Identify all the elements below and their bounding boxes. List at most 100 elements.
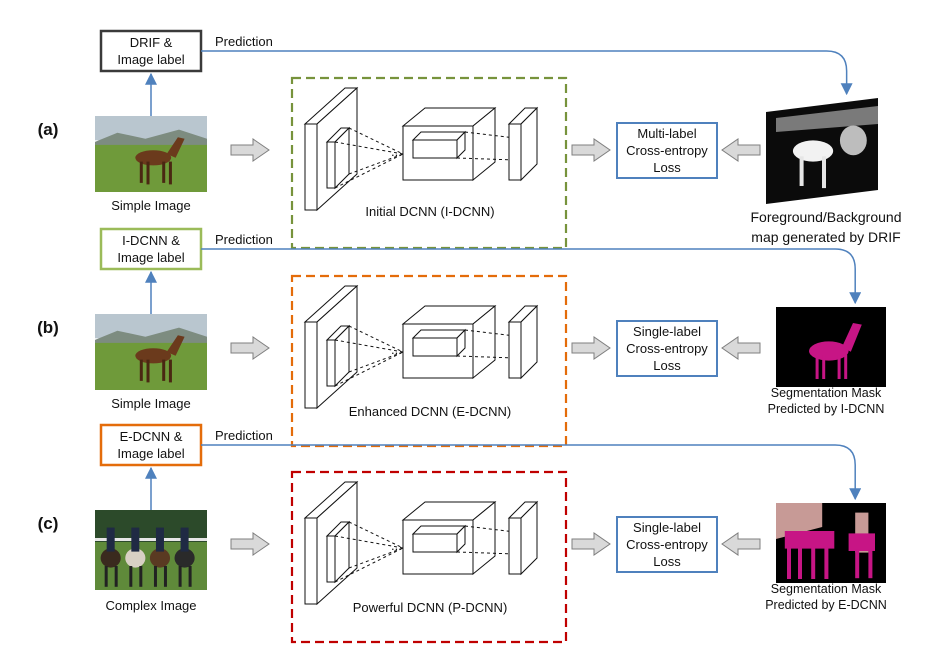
rider	[106, 527, 115, 552]
network-frame	[290, 274, 568, 448]
inner-kernel-front	[412, 337, 458, 357]
horse-neck	[166, 335, 185, 356]
network-label: Powerful DCNN (P-DCNN)	[353, 600, 508, 615]
mask-horse-right	[848, 533, 875, 551]
projection-line	[456, 157, 516, 161]
row-label: (a)	[38, 120, 59, 139]
ellipsis-dots: ...	[391, 342, 402, 357]
horse-leg	[139, 161, 143, 183]
loss-box-line3: Loss	[653, 554, 681, 569]
prediction-arrow	[201, 444, 862, 501]
fg-leg	[822, 156, 826, 189]
block-arrow-to-loss	[571, 532, 611, 556]
fg-bg-sky	[776, 106, 878, 132]
block-arrow-to-loss	[571, 138, 611, 162]
source-box-frame	[99, 227, 203, 271]
block-arrow-to-network	[230, 336, 270, 360]
mask-person-region	[776, 503, 823, 539]
loss-box-line1: Multi-label	[637, 126, 696, 141]
mask-horse-leg	[787, 547, 791, 579]
source-box-line1: DRIF &	[130, 35, 173, 50]
block-arrow-from-output	[721, 532, 761, 556]
horse-leg	[129, 566, 133, 587]
horse-leg	[163, 566, 167, 587]
projection-line	[334, 547, 404, 583]
fence	[95, 538, 207, 541]
source-box: DRIF & Image label	[99, 29, 203, 73]
output-caption-line1: Segmentation Mask	[771, 582, 882, 596]
mask-horse-leg	[824, 547, 829, 579]
input-image-caption: Complex Image	[105, 598, 196, 613]
layer-slab-front	[304, 517, 318, 605]
source-box-line1: I-DCNN &	[122, 233, 180, 248]
horse-leg	[139, 566, 143, 587]
block-arrow-from-output	[721, 138, 761, 162]
projection-line	[348, 127, 404, 155]
mask-horse-neck	[842, 323, 862, 352]
layer-slab-front	[304, 123, 318, 211]
source-box-line2: Image label	[117, 52, 184, 67]
mask-horse-leg	[798, 547, 802, 579]
block-arrow-to-network	[230, 532, 270, 556]
projection-line	[348, 521, 404, 549]
kernel-front	[326, 141, 336, 189]
horse-leg	[104, 566, 108, 587]
horse-neck	[166, 137, 185, 158]
horse-body	[149, 548, 171, 568]
horse-leg	[114, 566, 118, 587]
projection-line	[464, 329, 516, 337]
mask-horse-group	[784, 531, 835, 549]
output-map	[776, 503, 886, 583]
horse-leg	[146, 359, 150, 383]
horse-body	[125, 548, 146, 568]
horse-leg	[153, 566, 157, 587]
horse-leg	[188, 566, 192, 587]
output-map	[766, 98, 878, 204]
source-box: E-DCNN &Image label	[99, 423, 203, 467]
prediction-label: Prediction	[215, 428, 273, 443]
output-caption-line1: Segmentation Mask	[771, 386, 882, 400]
kernel-front	[326, 535, 336, 583]
output-map	[776, 307, 886, 387]
ellipsis-dots: ...	[391, 538, 402, 553]
fg-horse	[792, 140, 834, 162]
input-image-caption: Simple Image	[111, 198, 190, 213]
loss-box-line2: Cross-entropy	[626, 341, 708, 356]
mask-horse-leg	[837, 355, 841, 379]
source-box-line2: Image label	[117, 250, 184, 265]
projection-line	[348, 325, 404, 353]
output-layer-front	[508, 123, 522, 181]
loss-box-line3: Loss	[653, 160, 681, 175]
projection-line	[334, 351, 404, 387]
horse-leg	[162, 359, 166, 381]
inner-kernel-top	[411, 329, 467, 339]
prediction-arrow	[201, 50, 853, 96]
block-arrow-to-network	[230, 138, 270, 162]
mask-horse-body	[809, 341, 849, 361]
horse-body	[174, 548, 195, 568]
loss-box-frame	[616, 122, 718, 179]
projection-line	[464, 525, 516, 533]
input-photo	[95, 116, 207, 192]
rider	[131, 527, 140, 552]
prediction-label: Prediction	[215, 232, 273, 247]
inner-kernel-front	[412, 139, 458, 159]
loss-box-frame	[616, 516, 718, 573]
mask-horse-leg	[811, 547, 816, 579]
network-label: Initial DCNN (I-DCNN)	[365, 204, 494, 219]
input-image-caption: Simple Image	[111, 396, 190, 411]
horse-body	[135, 150, 172, 166]
prediction-arrow	[201, 248, 862, 305]
horse-body	[135, 348, 172, 364]
projection-line	[334, 153, 404, 189]
output-caption-line2: Predicted by I-DCNN	[768, 402, 885, 416]
horse-leg	[146, 161, 150, 185]
kernel-front	[326, 339, 336, 387]
horse-leg	[168, 359, 172, 383]
network-frame	[290, 76, 568, 250]
row-c: (c)E-DCNN &Image labelPredictionComplex …	[38, 423, 887, 644]
